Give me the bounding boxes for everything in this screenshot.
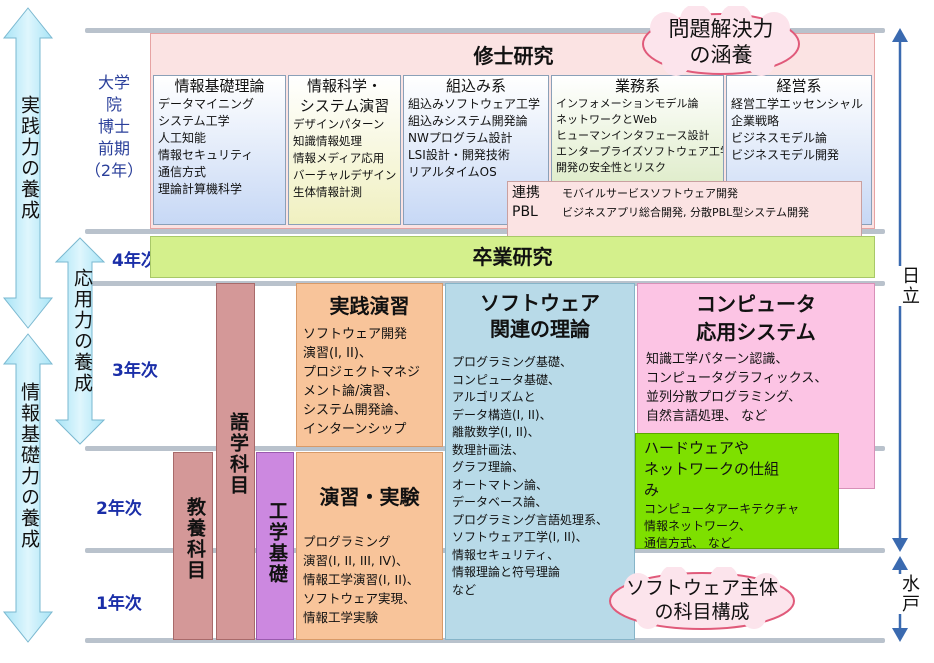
- group-info-theory-title: 情報基礎理論: [174, 77, 265, 95]
- group-business: 業務系 インフォメーションモデル論 ネットワークとWeb ヒューマンインタフェー…: [551, 75, 724, 225]
- liberal-arts-column: 教養科目: [173, 452, 213, 640]
- info-basic-arrow-shape: [2, 333, 54, 643]
- exercise-experiment-items: プログラミング 演習(I, II, III, IV)、 情報工学演習(I, II…: [303, 534, 420, 625]
- graduation-research-bar: 卒業研究: [150, 236, 875, 278]
- left-arrows: [2, 7, 106, 643]
- group-info-theory: 情報基礎理論 データマイニング システム工学 人工知能 情報セキュリティ 通信方…: [153, 75, 286, 225]
- separator-bottom: [85, 638, 885, 643]
- group-info-science-title: 情報科学・ システム演習: [299, 77, 390, 115]
- liberal-arts-label: 教養科目: [184, 497, 206, 581]
- hardware-network-box: ハードウェアや ネットワークの仕組 み コンピュータアーキテクチャ 情報ネットワ…: [635, 433, 839, 549]
- hardware-network-items: コンピュータアーキテクチャ 情報ネットワーク、 通信方式、 など: [644, 502, 800, 549]
- pbl-label: 連携 PBL: [512, 185, 540, 220]
- cloud-bottom-shape: [609, 567, 795, 630]
- language-column: 語学科目: [216, 283, 255, 640]
- cloud-top-shape: [642, 6, 800, 76]
- group-embedded-items: 組込みソフトウェア工学 組込みシステム開発論 NWプログラム設計 LSI設計・開…: [408, 97, 541, 179]
- info-basic-label: 情報基礎力の養成: [18, 382, 40, 550]
- cloud-top-text: 問題解決力 の涵養: [668, 17, 774, 67]
- exercise-experiment-box: 演習・実験 プログラミング 演習(I, II, III, IV)、 情報工学演習…: [296, 452, 443, 640]
- year-2-label: 2年次: [96, 499, 142, 519]
- grad-school-label: 大学 院 博士 前期 （2年）: [84, 73, 144, 180]
- year-1-label: 1年次: [96, 594, 142, 614]
- applied-arrow-shape: [54, 237, 106, 445]
- pbl-box: 連携 PBL モバイルサービスソフトウェア開発 ビジネスアプリ総合開発, 分散P…: [507, 181, 862, 239]
- group-info-science-items: デザインパターン 知識情報処理 情報メディア応用 バーチャルデザイン 生体情報計…: [293, 117, 397, 199]
- separator-top: [85, 28, 885, 33]
- applied-label: 応用力の養成: [71, 268, 93, 394]
- group-business-items: インフォメーションモデル論 ネットワークとWeb ヒューマンインタフェース設計 …: [556, 97, 724, 174]
- pbl-items: モバイルサービスソフトウェア開発 ビジネスアプリ総合開発, 分散PBL型システム…: [562, 187, 809, 219]
- cloud-bottom-text: ソフトウェア主体 の科目構成: [625, 577, 778, 623]
- year-3-label: 3年次: [112, 361, 158, 381]
- engineering-basics-label: 工学基礎: [266, 501, 288, 585]
- computer-app-items: 知識工学パターン認識、 コンピュータグラフィックス、 並列分散プログラミング、 …: [646, 352, 828, 424]
- year-4-label: 4年次: [112, 251, 158, 271]
- master-research-title: 修士研究: [473, 44, 554, 68]
- campus-mito-label: 水戸: [896, 574, 922, 614]
- group-info-theory-items: データマイニング システム工学 人工知能 情報セキュリティ 通信方式 理論計算機…: [158, 97, 255, 196]
- computer-app-title: コンピュータ 応用システム: [696, 292, 816, 344]
- software-theory-items: プログラミング基礎、 コンピュータ基礎、 アルゴリズムと データ構造(I, II…: [452, 355, 609, 597]
- exercise-experiment-title: 演習・実験: [319, 485, 420, 509]
- separator-grad: [85, 229, 885, 234]
- software-theory-title: ソフトウェア 関連の理論: [480, 291, 600, 341]
- group-management-title: 経営系: [776, 77, 822, 95]
- practice-exercise-title: 実践演習: [329, 294, 410, 318]
- group-info-science: 情報科学・ システム演習 デザインパターン 知識情報処理 情報メディア応用 バー…: [288, 75, 401, 225]
- practice-exercise-box: 実践演習 ソフトウェア開発 演習(I, II)、 プロジェクトマネジ メント論/…: [296, 283, 443, 447]
- campus-arrows: [892, 28, 908, 642]
- software-theory-box: ソフトウェア 関連の理論 プログラミング基礎、 コンピュータ基礎、 アルゴリズム…: [445, 283, 635, 640]
- group-business-title: 業務系: [614, 77, 660, 95]
- campus-hitachi-label: 日立: [896, 266, 922, 306]
- practice-exercise-items: ソフトウェア開発 演習(I, II)、 プロジェクトマネジ メント論/演習、 シ…: [303, 327, 421, 437]
- practice-label: 実践力の養成: [18, 95, 40, 221]
- group-management-items: 経営工学エッセンシャル 企業戦略 ビジネスモデル論 ビジネスモデル開発: [731, 97, 864, 162]
- hardware-network-title: ハードウェアや ネットワークの仕組 み: [644, 439, 780, 499]
- practice-arrow-shape: [2, 7, 54, 329]
- group-embedded-title: 組込み系: [445, 77, 506, 95]
- engineering-basics-column: 工学基礎: [256, 452, 294, 640]
- graduation-research-title: 卒業研究: [472, 245, 553, 269]
- language-label: 語学科目: [227, 412, 249, 496]
